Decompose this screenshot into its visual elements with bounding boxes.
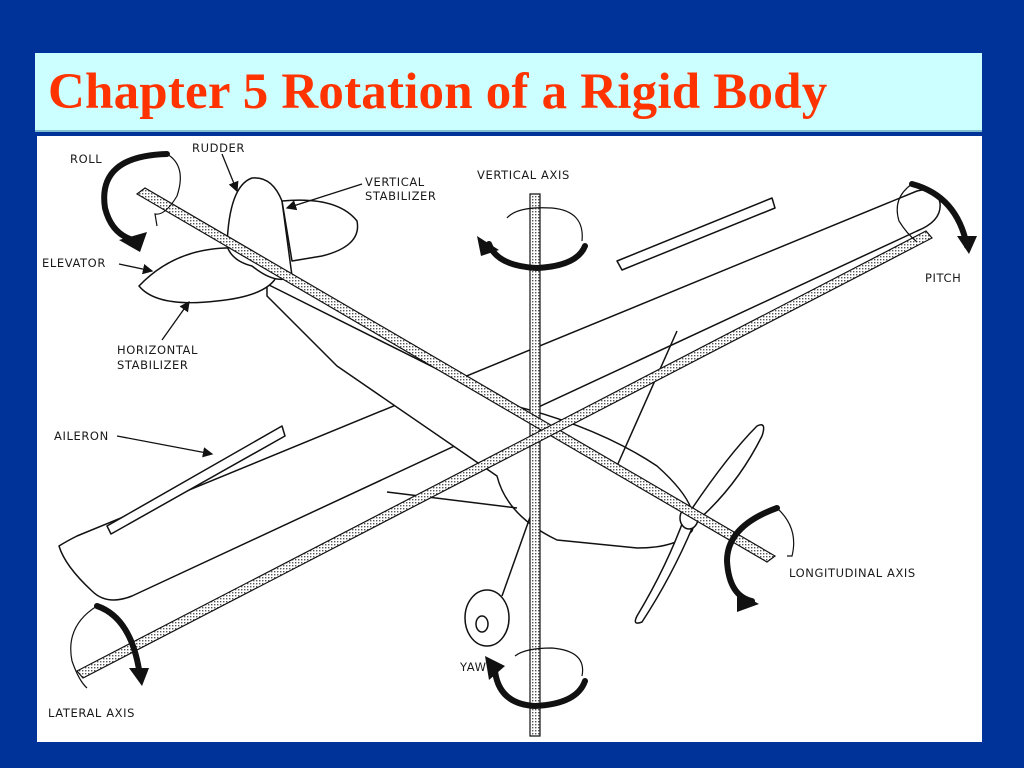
right-aileron-surface	[616, 197, 776, 271]
lateral-axis-bar	[76, 230, 933, 679]
lateral-arrow-head	[129, 668, 149, 686]
wing-strut	[386, 491, 518, 509]
vertical-arrow-outline	[506, 207, 583, 242]
longitudinal-arrow-outline	[776, 507, 795, 557]
vertical-axis-bar	[529, 193, 541, 737]
roll-arrow	[101, 151, 170, 244]
longitudinal-axis-bar	[135, 187, 777, 563]
horizontal-stabilizer-label-line1: HORIZONTAL	[117, 343, 198, 357]
landing-wheel	[464, 589, 510, 647]
propeller-blade-lower	[634, 515, 694, 624]
vertical-stabilizer-fin	[281, 199, 359, 262]
yaw-arrow-head	[485, 656, 505, 680]
elevator-leader	[118, 263, 154, 275]
horizontal-stabilizer-label-line2: STABILIZER	[117, 358, 189, 372]
yaw-label: YAW	[459, 660, 487, 674]
roll-label: ROLL	[70, 152, 102, 166]
elevator-label: ELEVATOR	[42, 256, 106, 270]
rudder-label: RUDDER	[192, 141, 245, 155]
pitch-label: PITCH	[925, 271, 961, 285]
vertical-stabilizer-leader	[285, 183, 363, 211]
aileron-surface	[106, 425, 286, 535]
landing-gear-leg	[501, 505, 535, 597]
front-strut	[616, 330, 678, 467]
aileron-leader	[116, 435, 214, 458]
horizontal-stabilizer-leader	[161, 300, 190, 341]
yaw-arrow	[492, 668, 588, 710]
pitch-arrow-outline	[896, 183, 918, 243]
longitudinal-arrow-head	[737, 592, 759, 612]
slide-title: Chapter 5 Rotation of a Rigid Body	[48, 64, 828, 120]
wheel-hub	[475, 615, 489, 633]
roll-arrow-head	[119, 232, 147, 252]
longitudinal-axis-label: LONGITUDINAL AXIS	[789, 566, 916, 580]
vertical-axis-label: VERTICAL AXIS	[477, 168, 570, 182]
airplane-diagram: ROLL RUDDER VERTICAL STABILIZER VERTICAL…	[42, 141, 977, 737]
aileron-label: AILERON	[54, 429, 109, 443]
pitch-arrow-head	[957, 236, 977, 254]
fuselage	[266, 283, 695, 549]
title-bar: Chapter 5 Rotation of a Rigid Body	[35, 53, 982, 132]
lateral-arrow	[94, 603, 143, 679]
airplane-axes-figure: ROLL RUDDER VERTICAL STABILIZER VERTICAL…	[37, 136, 982, 742]
lateral-arrow-outline	[70, 605, 98, 689]
roll-arrow-outline	[154, 153, 181, 227]
rudder-leader	[221, 153, 239, 193]
vertical-axis-yaw-arrow	[486, 241, 588, 272]
vertical-stabilizer-label-line1: VERTICAL	[365, 175, 425, 189]
yaw-arrow-outline	[514, 647, 584, 677]
vertical-arrow-head	[477, 236, 499, 256]
propeller-blade-upper	[686, 424, 765, 522]
lateral-axis-label: LATERAL AXIS	[48, 706, 135, 720]
vertical-stabilizer-label-line2: STABILIZER	[365, 189, 437, 203]
